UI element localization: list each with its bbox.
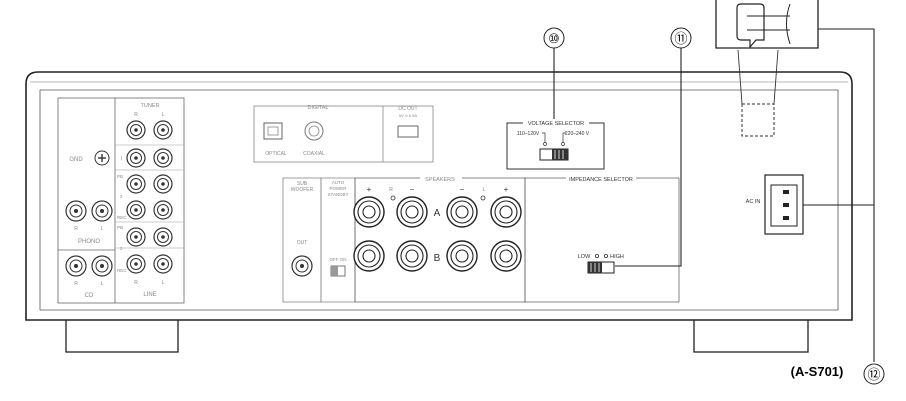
chassis-inner (39, 89, 839, 311)
dc-out-label: DC OUT (398, 106, 417, 112)
digital-section (253, 105, 434, 163)
line-col-pb2: PB (117, 225, 123, 230)
gnd-terminal[interactable] (94, 150, 110, 166)
left-foot (65, 317, 179, 353)
rca-jack[interactable] (126, 120, 146, 140)
line-col-rec2: REC (117, 268, 127, 273)
subwoofer-label-1: SUB (297, 181, 308, 187)
optical-jack[interactable] (263, 122, 283, 140)
right-foot (693, 317, 809, 353)
rca-jack[interactable] (126, 227, 146, 247)
speaker-binding-post[interactable] (353, 196, 385, 228)
spk-a-label: A (434, 208, 441, 219)
power-cord-inset (715, 0, 819, 49)
line-r-label: R (134, 280, 138, 286)
dc-out-spec: 5V ═ 0.5A (399, 113, 418, 118)
line-col-rec1: REC (117, 215, 127, 220)
usb-dc-out-port[interactable] (397, 125, 419, 138)
speaker-binding-post[interactable] (490, 196, 522, 228)
spk-b-label: B (434, 253, 441, 264)
spk-minus-r: − (410, 185, 415, 194)
line-label: LINE (143, 292, 156, 298)
rca-jack[interactable] (126, 148, 146, 168)
rca-jack[interactable] (153, 148, 173, 168)
tuner-label: TUNER (141, 103, 160, 109)
coaxial-jack[interactable] (304, 121, 324, 141)
speaker-binding-post[interactable] (396, 240, 428, 272)
optical-label: OPTICAL (265, 151, 287, 157)
line-col-2a: 2 (120, 194, 123, 199)
ac-in-label: AC IN (746, 199, 761, 205)
gnd-label: GND (69, 157, 83, 163)
voltage-high-label: 220–240 V (565, 131, 590, 137)
speaker-binding-post[interactable] (353, 240, 385, 272)
coaxial-label: COAXIAL (303, 151, 325, 157)
phono-l-label: L (101, 226, 104, 232)
voltage-selector-switch[interactable] (539, 148, 569, 161)
subwoofer-out-jack[interactable] (291, 255, 313, 277)
callout-11: ⑪ (674, 31, 687, 46)
auto-label-1: AUTO (332, 180, 345, 185)
voltage-selector-label: VOLTAGE SELECTOR (528, 121, 584, 127)
rca-jack[interactable] (153, 174, 173, 194)
voltage-low-label: 110–120V (517, 131, 540, 137)
cd-label: CD (85, 293, 94, 299)
speaker-binding-post[interactable] (490, 240, 522, 272)
tuner-l-label: L (162, 112, 165, 118)
line-col-i: I (121, 156, 122, 162)
rca-jack[interactable] (153, 200, 173, 220)
callout-10: ⑩ (548, 31, 560, 46)
rca-jack[interactable] (153, 254, 173, 274)
phono-jacks[interactable] (65, 200, 113, 222)
power-cord-holder-area (741, 103, 775, 137)
rca-jack[interactable] (153, 227, 173, 247)
ac-inlet[interactable] (764, 174, 804, 235)
impedance-selector-label: IMPEDANCE SELECTOR (569, 177, 633, 183)
speaker-binding-post[interactable] (396, 196, 428, 228)
auto-off-on-label: OFF ON (330, 257, 347, 262)
impedance-selector-switch[interactable] (587, 261, 615, 274)
model-label: (A-S701) (791, 364, 844, 379)
spk-plus-l: + (504, 185, 509, 194)
spk-r-label: R (389, 187, 393, 193)
auto-label-2: POWER (329, 186, 347, 191)
cd-r-label: R (74, 281, 78, 287)
line-jacks[interactable] (126, 120, 173, 274)
callout-12: ⑫ (867, 367, 880, 382)
rca-jack[interactable] (126, 174, 146, 194)
subwoofer-out-label: OUT (297, 240, 308, 246)
phono-r-label: R (74, 226, 78, 232)
input-panel (57, 97, 185, 304)
phono-label: PHONO (78, 239, 100, 245)
tuner-r-label: R (134, 112, 138, 118)
line-l-label: L (162, 280, 165, 286)
rca-jack[interactable] (153, 120, 173, 140)
cd-jacks[interactable] (65, 255, 113, 277)
speaker-binding-post[interactable] (446, 196, 478, 228)
chassis (25, 71, 853, 321)
impedance-high-label: HIGH (610, 254, 624, 260)
speakers-label: SPEAKERS (425, 177, 455, 183)
subwoofer-label-2: WOOFER (291, 187, 314, 193)
rca-jack[interactable] (126, 254, 146, 274)
line-col-2b: 2 (120, 246, 123, 251)
digital-label: DIGITAL (308, 105, 329, 111)
spk-minus-l: − (460, 185, 465, 194)
auto-standby-switch[interactable] (330, 265, 346, 277)
auto-label-3: STANDBY (328, 192, 349, 197)
cd-l-label: L (101, 281, 104, 287)
rca-jack[interactable] (126, 200, 146, 220)
impedance-low-label: LOW (578, 254, 591, 260)
spk-l-label: L (483, 187, 486, 193)
line-col-pb1: PB (117, 174, 123, 179)
speaker-binding-post[interactable] (446, 240, 478, 272)
spk-plus-r: + (367, 185, 372, 194)
speaker-terminals[interactable] (353, 196, 522, 272)
